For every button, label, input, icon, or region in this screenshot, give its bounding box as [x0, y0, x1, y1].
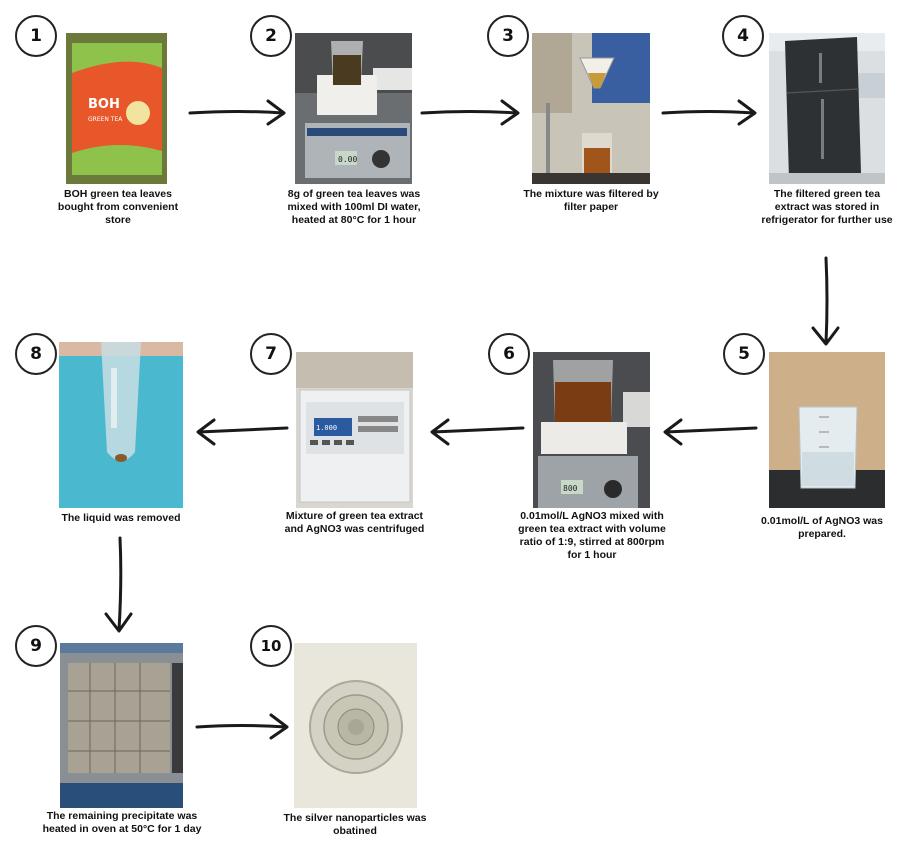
- refrigerator-photo: [769, 33, 885, 184]
- step-4-number: 4: [722, 15, 764, 57]
- filter-funnel-photo: [532, 33, 650, 184]
- step-8-number: 8: [15, 333, 57, 375]
- step-9-caption: The remaining precipitate was heated in …: [42, 810, 202, 835]
- step-3-number: 3: [487, 15, 529, 57]
- arrow-7-to-8: [196, 418, 289, 446]
- agno3-beaker-photo: [769, 352, 885, 508]
- hotplate-beaker-photo: 0.00: [295, 33, 412, 184]
- step-2-caption: 8g of green tea leaves was mixed with 10…: [287, 188, 421, 226]
- step-2-number: 2: [250, 15, 292, 57]
- step-4-caption: The filtered green tea extract was store…: [761, 188, 893, 226]
- step-8-caption: The liquid was removed: [61, 512, 181, 524]
- centrifuge-tube-photo: [59, 342, 183, 508]
- step-1-caption: BOH green tea leaves bought from conveni…: [57, 188, 179, 226]
- step-1-number: 1: [15, 15, 57, 57]
- step-6-number: 6: [488, 333, 530, 375]
- step-5-caption: 0.01mol/L of AgNO3 was prepared.: [761, 515, 883, 540]
- step-9-number: 9: [15, 625, 57, 667]
- arrow-4-to-5: [811, 256, 840, 346]
- arrow-5-to-6: [663, 418, 758, 446]
- arrow-1-to-2: [188, 99, 286, 126]
- step-5-number: 5: [723, 333, 765, 375]
- centrifuge-photo: 1.000: [296, 352, 413, 508]
- display-2-text: 0.00: [338, 155, 357, 164]
- green-tea-box-photo: BOH GREEN TEA: [66, 33, 167, 184]
- arrow-2-to-3: [420, 99, 520, 126]
- tea-brand-text: BOH: [88, 97, 120, 112]
- arrow-9-to-10: [195, 713, 289, 740]
- step-10-number: 10: [250, 625, 292, 667]
- step-10-caption: The silver nanoparticles was obatined: [283, 812, 427, 837]
- display-6-text: 800: [563, 484, 578, 493]
- step-7-caption: Mixture of green tea extract and AgNO3 w…: [284, 510, 425, 535]
- nanoparticle-beaker-photo: [294, 643, 417, 808]
- arrow-8-to-9: [104, 536, 133, 633]
- stirrer-beaker-photo: 800: [533, 352, 650, 508]
- step-3-caption: The mixture was filtered by filter paper: [523, 188, 659, 213]
- arrow-6-to-7: [430, 418, 525, 446]
- step-7-number: 7: [250, 333, 292, 375]
- display-7-text: 1.000: [316, 424, 337, 432]
- oven-photo: [60, 643, 183, 808]
- tea-sub-text: GREEN TEA: [88, 116, 123, 123]
- step-6-caption: 0.01mol/L AgNO3 mixed with green tea ext…: [518, 510, 666, 561]
- arrow-3-to-4: [661, 99, 757, 126]
